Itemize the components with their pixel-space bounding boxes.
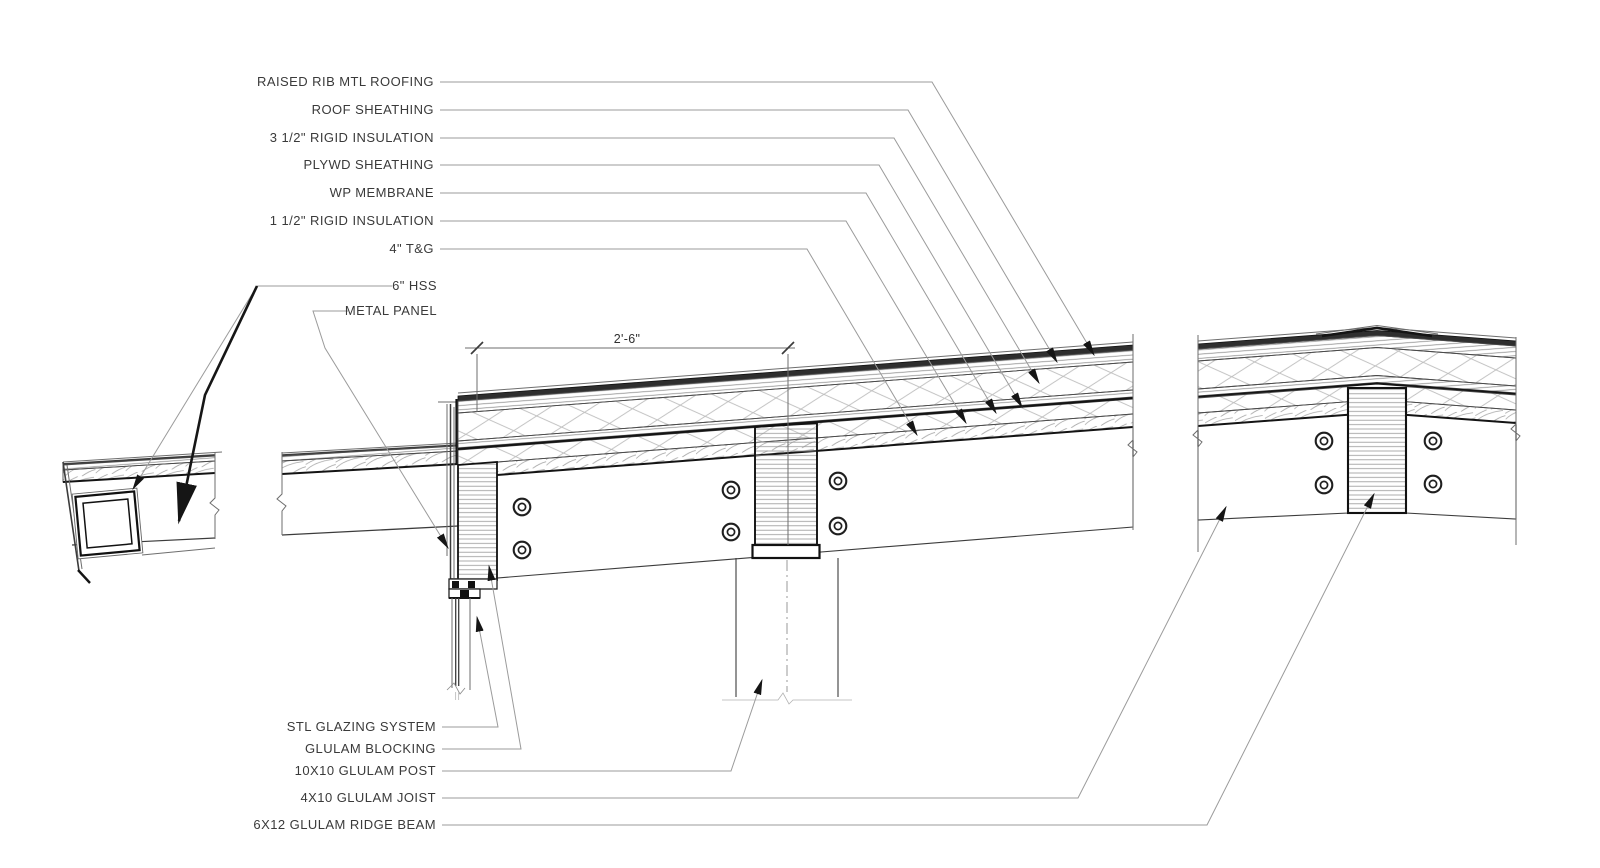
dimension-ticks xyxy=(470,341,795,355)
metal-panel-edge-line xyxy=(62,451,223,463)
break-line xyxy=(1127,334,1138,530)
ridge-cap xyxy=(1321,326,1433,338)
glass-lines xyxy=(455,598,460,686)
leader-roof-sheathing xyxy=(440,109,1058,364)
leader-tg xyxy=(440,248,918,437)
leader-insulation-3half xyxy=(440,137,1040,385)
callout-raised-rib-mtl-roofing: RAISED RIB MTL ROOFING xyxy=(257,74,434,89)
callout-wp-membrane: WP MEMBRANE xyxy=(330,185,434,200)
leader-metal-panel xyxy=(312,310,449,550)
leader-glazing-system xyxy=(442,615,499,728)
leader-ridge-beam xyxy=(442,492,1375,826)
callout-glulam-ridge-beam: 6X12 GLULAM RIDGE BEAM xyxy=(253,817,436,832)
leader-wp-membrane xyxy=(440,192,997,415)
raised-rib-line xyxy=(457,341,1134,394)
callout-hss: 6" HSS xyxy=(392,278,437,293)
overhang-joist-bottom xyxy=(281,525,459,536)
callout-metal-panel: METAL PANEL xyxy=(345,303,437,318)
leader-raised-rib xyxy=(440,81,1095,357)
callout-labels: RAISED RIB MTL ROOFING ROOF SHEATHING 3 … xyxy=(253,74,437,832)
leader-lines xyxy=(132,81,1375,826)
leader-plywd xyxy=(440,164,1023,409)
leader-glulam-joist xyxy=(442,505,1227,799)
leader-glulam-post xyxy=(442,678,763,772)
ridge-detail xyxy=(1192,324,1521,552)
callout-roof-sheathing: ROOF SHEATHING xyxy=(312,102,434,117)
glazing-system xyxy=(446,598,471,700)
callout-glulam-post: 10X10 GLULAM POST xyxy=(295,763,436,778)
ridge-left-joist xyxy=(1197,414,1349,521)
overhang-roof xyxy=(276,442,459,536)
callout-glulam-joist: 4X10 GLULAM JOIST xyxy=(300,790,436,805)
leader-hss-thick xyxy=(176,285,259,525)
callout-plywd-sheathing: PLYWD SHEATHING xyxy=(303,157,434,172)
break-line xyxy=(276,452,287,535)
callout-stl-glazing-system: STL GLAZING SYSTEM xyxy=(287,719,436,734)
hss-tube-section xyxy=(71,487,144,560)
dimension-2-6: 2'-6" xyxy=(465,332,795,545)
glulam-post-section xyxy=(754,421,818,546)
callout-rigid-insulation-3half: 3 1/2" RIGID INSULATION xyxy=(270,130,434,145)
main-section: 2'-6" xyxy=(438,332,1138,705)
post-cap-plate xyxy=(751,543,821,560)
dimension-text: 2'-6" xyxy=(614,332,640,346)
glulam-blocking xyxy=(457,461,498,581)
break-line xyxy=(1510,337,1521,545)
eave-detail xyxy=(62,451,223,584)
callout-glulam-blocking: GLULAM BLOCKING xyxy=(305,741,436,756)
leader-glulam-blocking xyxy=(442,564,522,750)
glulam-ridge-beam-section xyxy=(1346,386,1408,515)
post-break-line xyxy=(722,692,852,705)
break-line xyxy=(446,682,466,695)
break-line xyxy=(1192,335,1203,552)
callout-rigid-insulation-1half: 1 1/2" RIGID INSULATION xyxy=(270,213,434,228)
leader-hss-thin xyxy=(132,285,258,491)
leader-insulation-1half xyxy=(440,220,967,425)
fascia-line xyxy=(62,461,80,572)
wp-membrane-line xyxy=(1197,382,1517,398)
glazing-head-assembly xyxy=(448,578,498,599)
break-line xyxy=(209,452,220,539)
callout-tg: 4" T&G xyxy=(389,241,434,256)
ridge-right-joist xyxy=(1405,414,1517,520)
glulam-post-elevation xyxy=(735,558,839,697)
